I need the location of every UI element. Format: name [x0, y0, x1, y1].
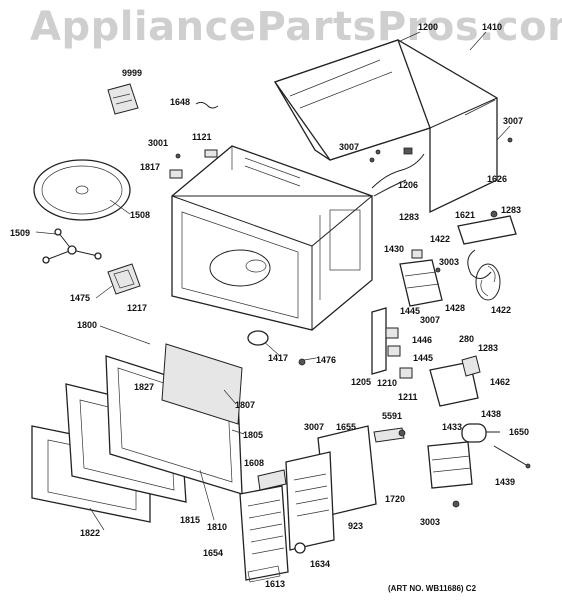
transformer-1428	[399, 249, 443, 307]
part-label-1283: 1283	[399, 212, 420, 222]
part-label-1655: 1655	[336, 422, 357, 432]
part-label-1200: 1200	[418, 22, 439, 32]
part-label-1462: 1462	[490, 377, 511, 387]
part-label-1648: 1648	[170, 97, 191, 107]
part-label-3007: 3007	[339, 142, 360, 152]
part-label-1422: 1422	[491, 305, 512, 315]
part-label-3003: 3003	[420, 517, 441, 527]
part-label-1422: 1422	[430, 234, 451, 244]
diode-5591	[373, 427, 406, 443]
door-assembly	[31, 343, 243, 523]
part-label-1475: 1475	[70, 293, 91, 303]
part-label-1283: 1283	[501, 205, 522, 215]
capacitor-1462	[429, 355, 481, 407]
watermark-logo: AppliancePartsPros.com	[30, 4, 562, 50]
part-label-1608: 1608	[244, 458, 265, 468]
roller-support-1509	[42, 228, 102, 264]
control-panel	[239, 425, 377, 583]
part-label-1446: 1446	[412, 335, 433, 345]
part-label-1445: 1445	[413, 353, 434, 363]
part-label-1815: 1815	[180, 515, 201, 525]
part-label-1810: 1810	[207, 522, 228, 532]
part-label-1476: 1476	[316, 355, 337, 365]
part-label-923: 923	[348, 521, 364, 531]
part-label-1800: 1800	[77, 320, 98, 330]
part-label-1121: 1121	[192, 132, 212, 142]
part-label-1817: 1817	[140, 162, 161, 172]
part-label-1508: 1508	[130, 210, 151, 220]
part-label-1805: 1805	[243, 430, 264, 440]
part-label-1430: 1430	[384, 244, 405, 254]
outer-cabinet-1200	[273, 39, 498, 214]
part-label-3007: 3007	[304, 422, 325, 432]
part-label-1210: 1210	[377, 378, 398, 388]
part-label-1807: 1807	[235, 400, 256, 410]
part-label-1283: 1283	[478, 343, 499, 353]
part-label-1417: 1417	[268, 353, 289, 363]
part-label-1428: 1428	[445, 303, 466, 313]
part-label-1217: 1217	[127, 303, 148, 313]
manual-booklet-9999	[107, 83, 139, 115]
part-label-1720: 1720	[385, 494, 406, 504]
fan-motor-1422	[457, 210, 517, 301]
part-label-1509: 1509	[10, 228, 31, 238]
part-label-3003: 3003	[439, 257, 460, 267]
part-label-5591: 5591	[382, 411, 403, 421]
part-label-1613: 1613	[265, 579, 286, 589]
leader-lines	[35, 31, 511, 531]
part-label-1621: 1621	[455, 210, 476, 220]
part-label-1634: 1634	[310, 559, 331, 569]
capacitor-cylinder-1438	[461, 423, 531, 469]
part-label-3007: 3007	[503, 116, 524, 126]
art-number: (ART NO. WB11686) C2	[388, 584, 477, 593]
part-label-1822: 1822	[80, 528, 101, 538]
part-label-1439: 1439	[495, 477, 516, 487]
wire-harness-1206	[369, 147, 425, 197]
part-label-1438: 1438	[481, 409, 502, 419]
part-label-1654: 1654	[203, 548, 224, 558]
interlock-switch-assembly	[371, 307, 413, 379]
part-label-280: 280	[459, 334, 475, 344]
part-label-1445: 1445	[400, 306, 421, 316]
misc-hardware	[247, 137, 513, 508]
part-label-1410: 1410	[482, 22, 503, 32]
small-brackets	[169, 101, 219, 179]
part-label-3007: 3007	[420, 315, 441, 325]
magnetron-1433	[427, 441, 473, 489]
part-label-9999: 9999	[122, 68, 143, 78]
part-label-1205: 1205	[351, 377, 372, 387]
part-label-1433: 1433	[442, 422, 463, 432]
light-cover-1475	[107, 263, 141, 295]
oven-cavity-chassis	[171, 145, 374, 331]
turntable-tray-1508	[33, 159, 131, 221]
part-label-1626: 1626	[487, 174, 508, 184]
part-label-1650: 1650	[509, 427, 530, 437]
part-label-1206: 1206	[398, 180, 419, 190]
part-label-1827: 1827	[134, 382, 155, 392]
part-label-1211: 1211	[398, 392, 418, 402]
part-label-3001: 3001	[148, 138, 169, 148]
